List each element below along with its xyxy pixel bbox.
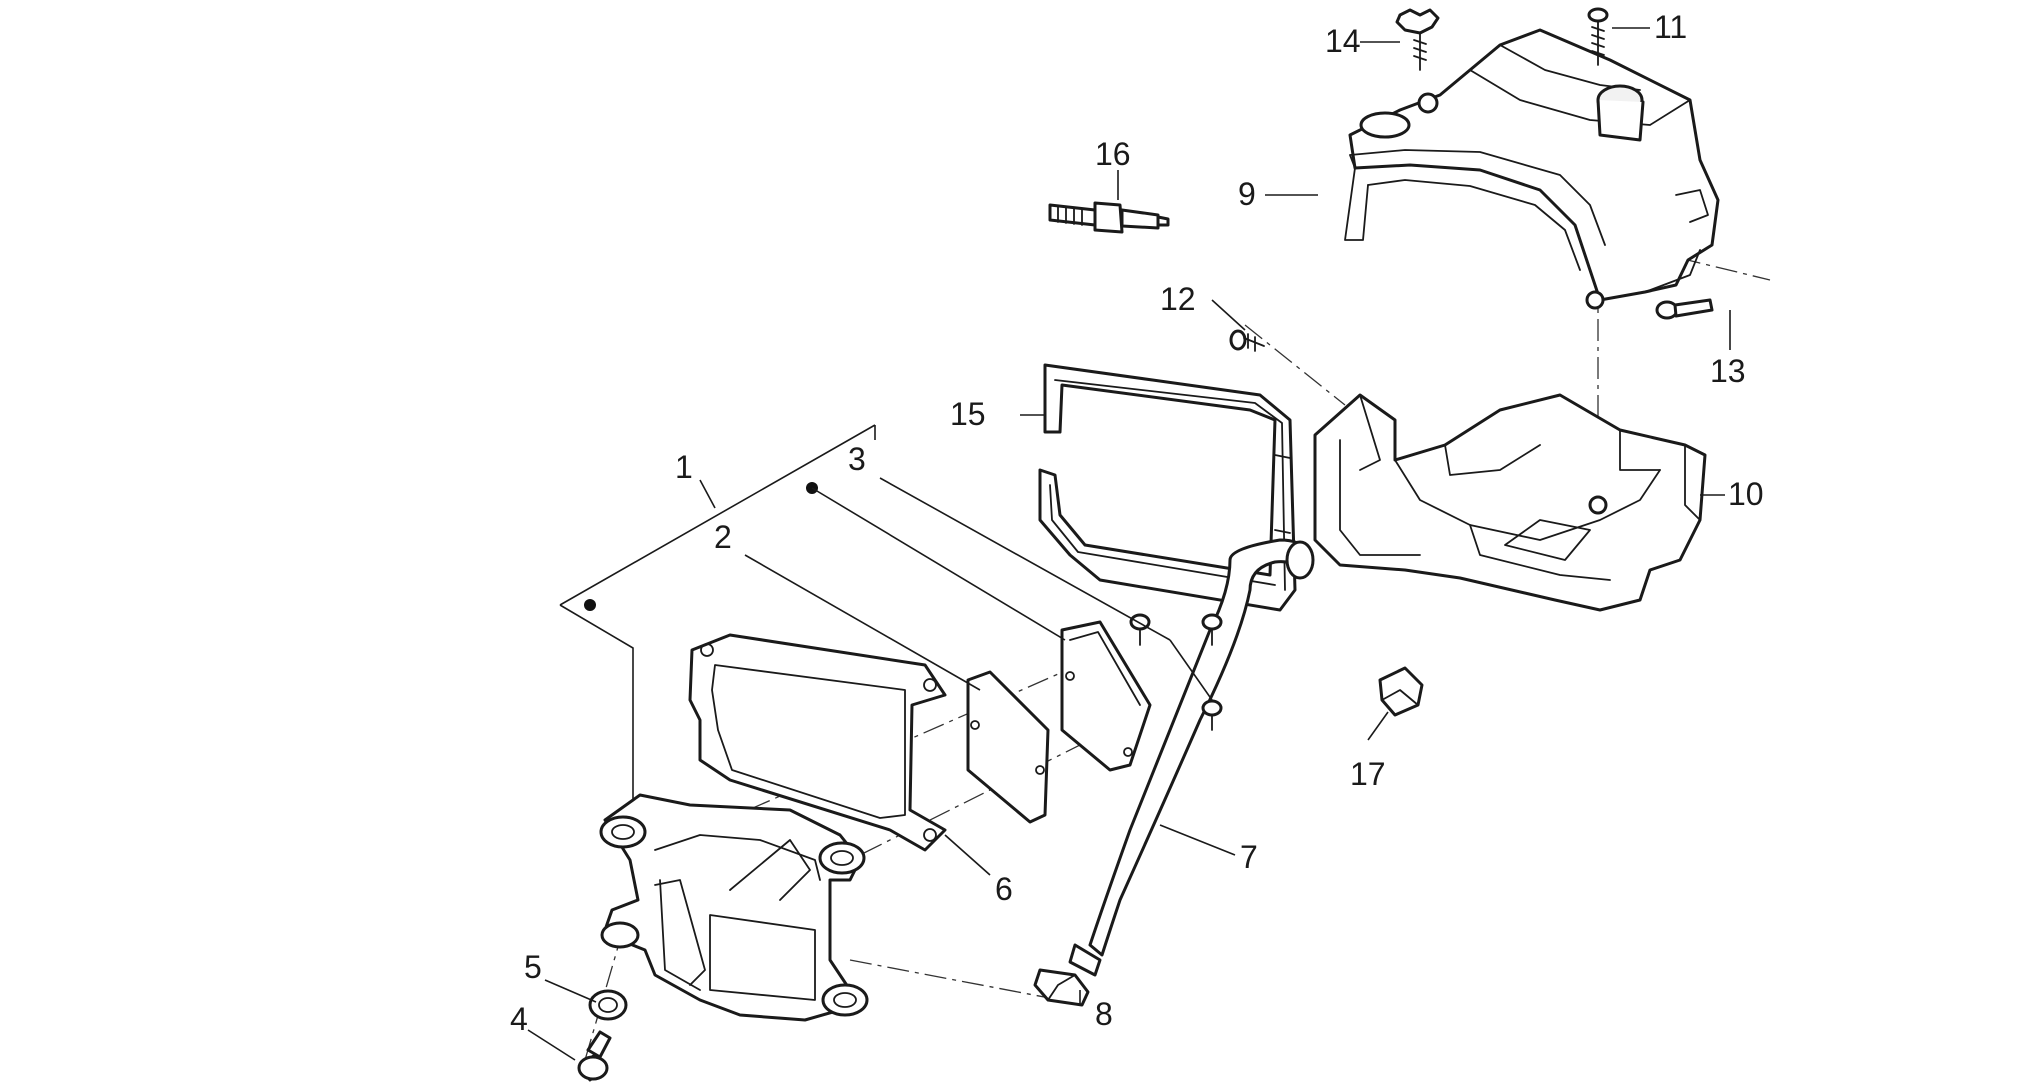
axis-screw-12 [1244,324,1346,406]
callout-13: 13 [1710,353,1746,389]
callout-3: 3 [848,441,866,477]
part-4-bolt [577,1030,612,1082]
callout-6: 6 [995,871,1013,907]
leader-lines [527,27,1731,1061]
axis-cover-c [849,959,1061,1001]
callout-2: 2 [714,519,732,555]
callout-17: 17 [1350,756,1386,792]
callout-1: 1 [675,449,693,485]
group-bracket-1 [559,424,876,800]
callout-labels: 1 2 3 4 5 6 7 8 9 10 11 12 13 14 15 16 1… [510,9,1764,1037]
axis-bolt-4 [584,939,621,1061]
callout-11: 11 [1654,9,1687,45]
part-6-cover-gasket [688,633,947,852]
callout-12: 12 [1160,281,1196,317]
part-8-clamp [1033,968,1090,1007]
part-11-screw [1587,7,1609,66]
part-12-screw [1229,329,1265,352]
part-2-plate-gasket [966,670,1050,824]
part-13-bolt [1655,298,1714,320]
part-1-valve-cover [599,793,869,1022]
callout-7: 7 [1240,839,1258,875]
part-7-breather-hose [1068,538,1315,977]
callout-15: 15 [950,396,986,432]
callout-9: 9 [1238,176,1256,212]
callout-5: 5 [524,949,542,985]
part-10-lower-tray [1313,393,1707,612]
callout-4: 4 [510,1001,528,1037]
callout-16: 16 [1095,136,1131,172]
part-16-spark-plug [1048,201,1170,234]
callout-14: 14 [1325,23,1361,59]
part-14-knob [1395,8,1440,71]
part-5-washer [588,989,628,1021]
part-17-clamp [1378,666,1424,717]
callout-10: 10 [1728,476,1764,512]
kit-marker-dot [584,599,596,611]
part-9-upper-housing [1344,28,1720,310]
callout-8: 8 [1095,996,1113,1032]
part-3-baffle-plate [1060,620,1152,772]
axis-cover-a [679,659,1091,841]
part-15-frame-gasket [1038,363,1297,612]
